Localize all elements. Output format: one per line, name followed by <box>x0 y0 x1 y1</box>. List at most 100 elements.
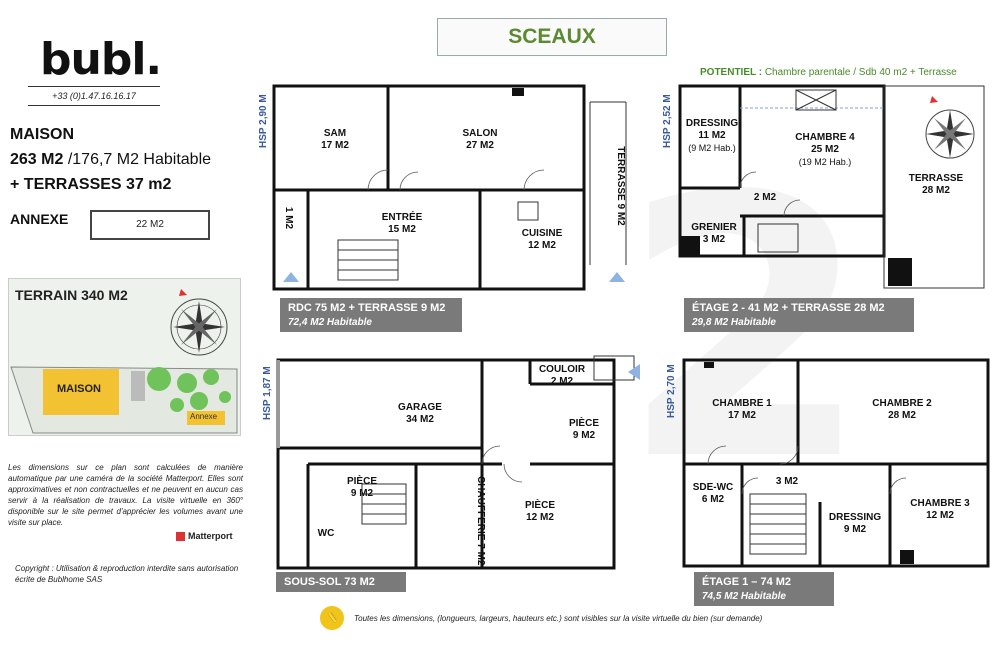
etage1-room-palier: 3 M2 <box>775 476 799 487</box>
etage1-floorplan <box>682 358 990 568</box>
room-name: DRESSING <box>828 512 882 523</box>
rdc-floorplan <box>272 84 627 291</box>
rdc-label: RDC 75 M2 + TERRASSE 9 M2 72,4 M2 Habita… <box>280 298 462 332</box>
room-name: PIÈCE <box>346 476 377 487</box>
etage2-floorplan <box>678 84 985 289</box>
room-name: CHAMBRE 2 <box>872 398 932 409</box>
room-name: TERRASSE <box>615 146 626 201</box>
terrain-maison-label: MAISON <box>57 383 101 395</box>
room-name: DRESSING <box>685 118 739 129</box>
rdc-entry-arrow-icon <box>283 272 299 282</box>
etage1-label-title: ÉTAGE 1 – 74 M2 <box>702 576 792 588</box>
sous-sol-label: SOUS-SOL 73 M2 <box>276 572 406 592</box>
terrasses-title: + TERRASSES 37 m2 <box>10 176 172 193</box>
etage2-label: ÉTAGE 2 - 41 M2 + TERRASSE 28 M2 29,8 M2… <box>684 298 914 332</box>
room-area: 6 M2 <box>701 494 725 505</box>
rdc-terrace-arrow-icon <box>609 272 625 282</box>
etage2-hsp: HSP 2,52 M <box>662 94 673 148</box>
room-area: 2 M2 <box>550 376 574 387</box>
terrain-panel: TERRAIN 340 M2 MAISON Annexe <box>8 278 241 436</box>
room-name: CUISINE <box>521 228 563 239</box>
brand-phone: +33 (0)1.47.16.16.17 <box>28 86 160 106</box>
room-name: PIÈCE <box>568 418 599 429</box>
room-name: SAM <box>323 128 347 139</box>
sous-sol-entry-arrow-icon <box>628 364 640 380</box>
room-area: 3 M2 <box>702 234 726 245</box>
room-area: 12 M2 <box>926 510 954 521</box>
room-area: 11 M2 <box>698 130 726 141</box>
surface-habitable: /176,7 M2 Habitable <box>67 151 212 168</box>
room-name: CHAMBRE 1 <box>712 398 772 409</box>
room-name: TERRASSE <box>908 173 964 184</box>
etage1-label-sub: 74,5 M2 Habitable <box>702 591 786 602</box>
room-area: 9 M2 <box>615 203 626 226</box>
room-area: 25 M2 <box>811 144 839 155</box>
etage2-label-title: ÉTAGE 2 - 41 M2 + TERRASSE 28 M2 <box>692 302 885 314</box>
footer-note: 📏 Toutes les dimensions, (longueurs, lar… <box>320 606 900 630</box>
rdc-label-sub: 72,4 M2 Habitable <box>288 317 372 328</box>
room-area: 17 M2 <box>728 410 756 421</box>
room-name: ENTRÉE <box>381 212 423 223</box>
room-name: CHAMBRE 3 <box>910 498 970 509</box>
etage1-label: ÉTAGE 1 – 74 M2 74,5 M2 Habitable <box>694 572 834 606</box>
room-name: CHAMBRE 4 <box>795 132 855 143</box>
matterport-icon <box>176 531 185 541</box>
room-name: GRENIER <box>691 222 737 233</box>
maison-title: MAISON <box>10 126 74 143</box>
footer-text: Toutes les dimensions, (longueurs, large… <box>354 613 763 623</box>
sous-sol-floorplan <box>276 355 635 570</box>
sous-sol-room-wc: WC <box>317 528 335 539</box>
rdc-room-terrasse: TERRASSE 9 M2 <box>614 146 626 226</box>
terrain-title: TERRAIN 340 M2 <box>15 287 128 303</box>
room-area: 28 M2 <box>888 410 916 421</box>
room-name: COULOIR <box>538 364 586 375</box>
room-area: 27 M2 <box>466 140 494 151</box>
potentiel-note: POTENTIEL : Chambre parentale / Sdb 40 m… <box>700 67 957 78</box>
room-area: 12 M2 <box>526 512 554 523</box>
etage2-compass-icon <box>925 96 975 159</box>
annexe-plan: 22 M2 <box>90 210 210 240</box>
annexe-area: 22 M2 <box>136 219 164 230</box>
rdc-room-wc: 1 M2 <box>283 206 294 230</box>
room-area: 17 M2 <box>321 140 349 151</box>
room-habitable: (19 M2 Hab.) <box>798 157 852 167</box>
page-title: SCEAUX <box>437 18 667 56</box>
brand-logo: bubl. <box>40 34 162 85</box>
sous-sol-room-chaufferie: CHAUFFERIE 7 M2 <box>474 476 486 565</box>
maison-surface: 263 M2 /176,7 M2 Habitable <box>10 151 211 169</box>
room-name: SALON <box>462 128 498 139</box>
room-name: GARAGE <box>398 402 442 413</box>
terrain-annexe-label: Annexe <box>190 412 218 421</box>
room-name: PIÈCE <box>524 500 555 511</box>
sous-sol-label-title: SOUS-SOL 73 M2 <box>284 576 375 588</box>
terrain-plot <box>10 366 238 434</box>
room-name: SDE-WC <box>692 482 734 493</box>
room-name: CHAUFFERIE <box>475 476 486 541</box>
annexe-title: ANNEXE <box>10 211 69 227</box>
matterport-label: Matterport <box>188 531 233 541</box>
room-habitable: (9 M2 Hab.) <box>688 143 736 153</box>
potentiel-text: Chambre parentale / Sdb 40 m2 + Terrasse <box>764 67 957 78</box>
etage1-hsp: HSP 2,70 M <box>666 364 677 418</box>
ruler-icon: 📏 <box>320 606 344 630</box>
room-area: 12 M2 <box>528 240 556 251</box>
room-area: 9 M2 <box>572 430 596 441</box>
